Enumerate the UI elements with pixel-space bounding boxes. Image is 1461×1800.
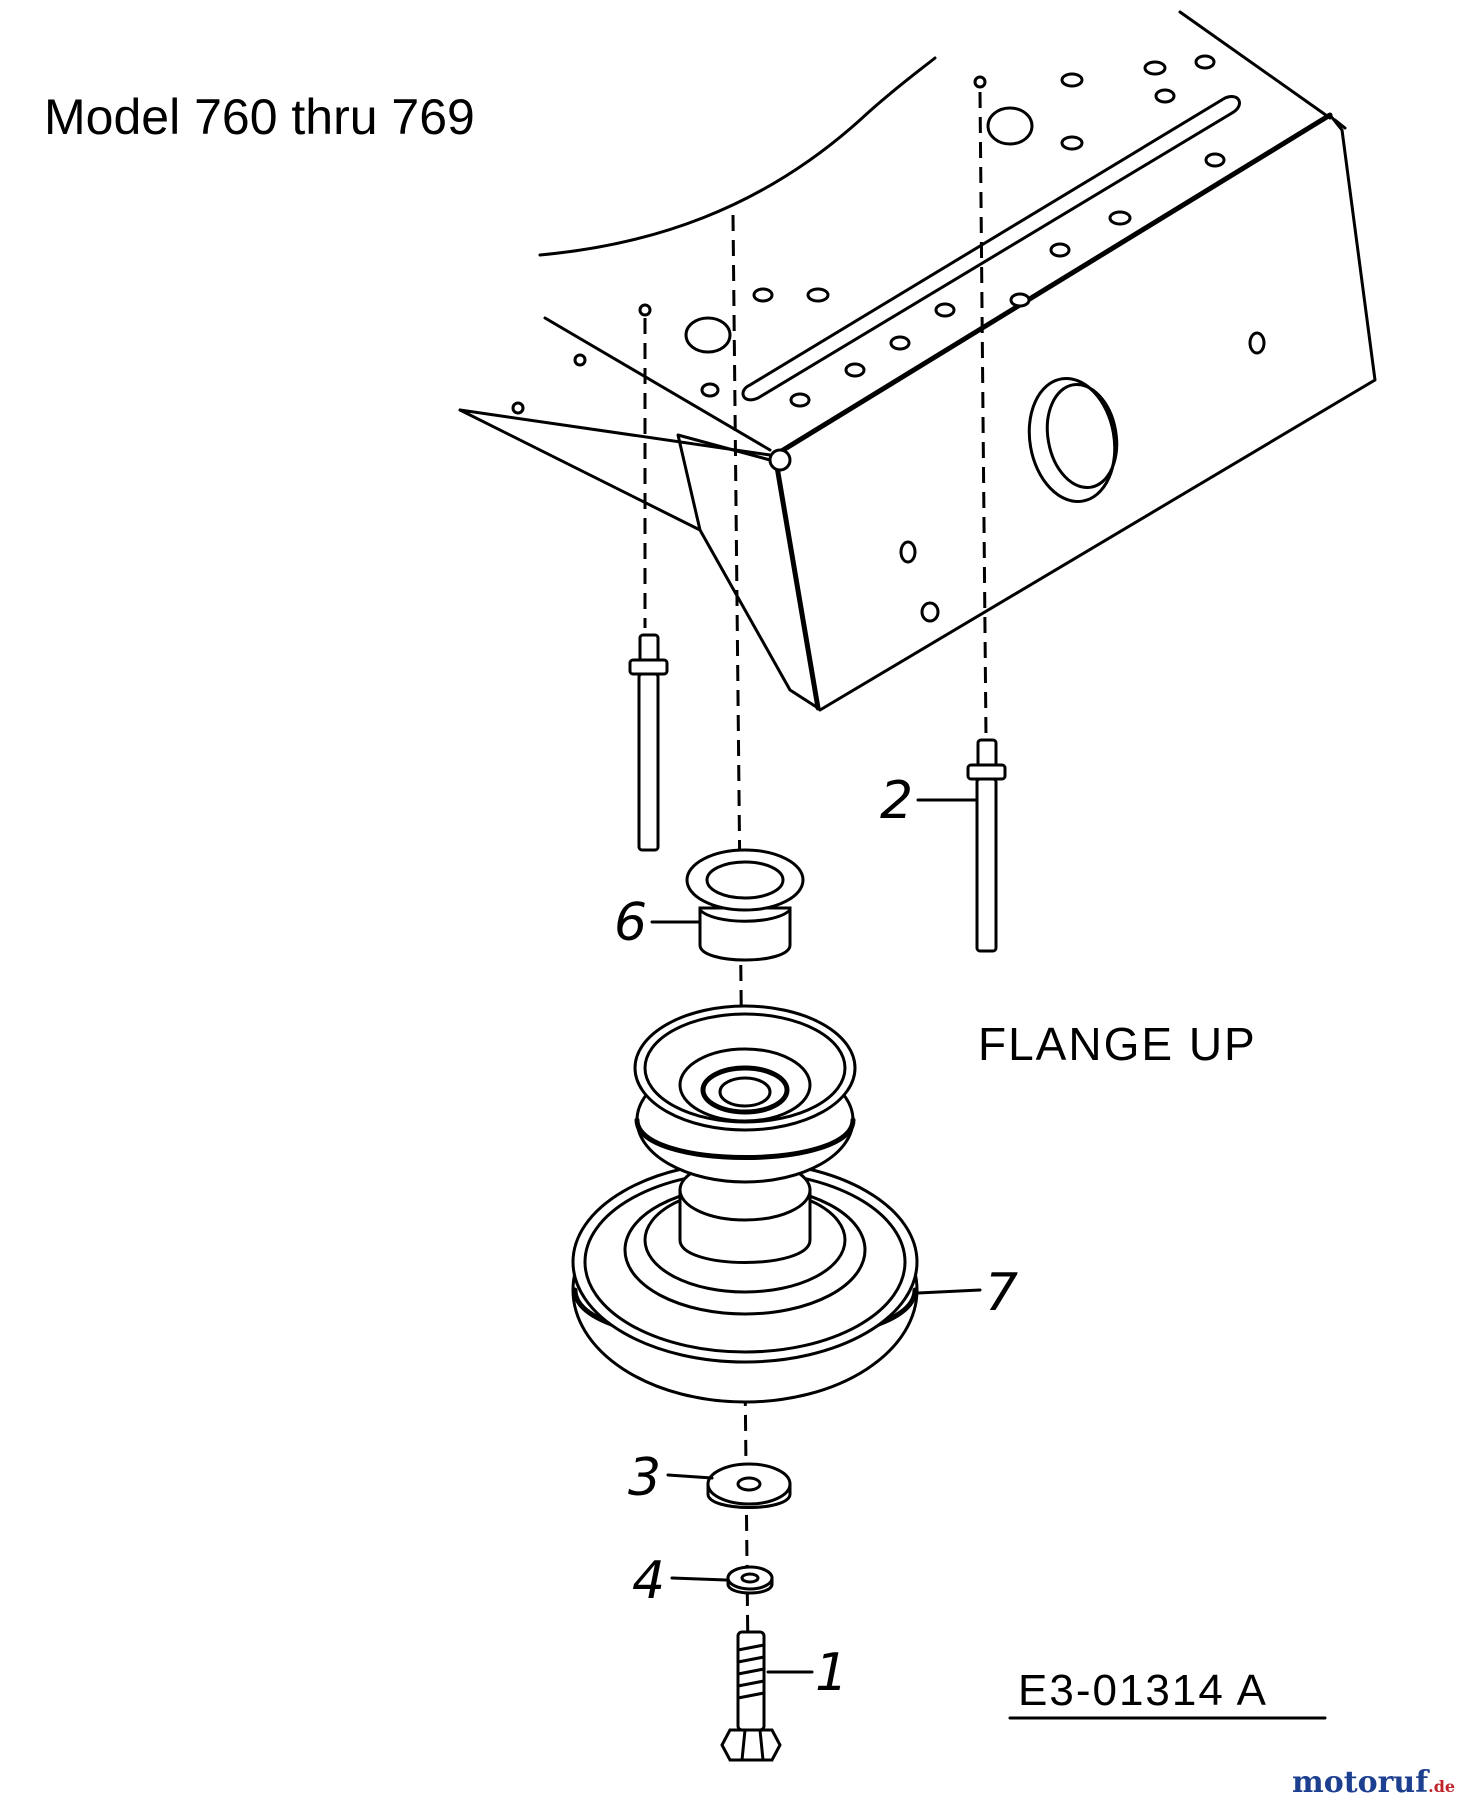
watermark: motoruf.de <box>1292 1765 1455 1800</box>
flat-washer-3 <box>706 1462 792 1509</box>
drawing-number: E3-01314 A <box>1018 1666 1268 1715</box>
chassis-frame <box>458 10 1377 712</box>
double-pulley-7 <box>571 1004 919 1404</box>
flange-up-note: FLANGE UP <box>978 1018 1257 1070</box>
callout-label-1: 1 <box>815 1643 848 1703</box>
flange-bushing-6 <box>685 848 805 962</box>
lock-washer-4 <box>726 1565 774 1595</box>
callout-label-2: 2 <box>880 771 913 831</box>
callout-label-7: 7 <box>985 1263 1018 1323</box>
hex-bolt-1 <box>720 1630 782 1762</box>
shoulder-stud-2 <box>966 738 1007 953</box>
callout-label-4: 4 <box>632 1551 665 1611</box>
centerline-pulley <box>731 214 750 1661</box>
callout-label-6: 6 <box>614 893 647 953</box>
callout-label-3: 3 <box>628 1448 661 1508</box>
diagram-title: Model 760 thru 769 <box>44 89 475 145</box>
shoulder-stud-left <box>628 633 669 852</box>
centerline-stud-right <box>978 91 988 739</box>
callout-leaders <box>650 798 982 1674</box>
